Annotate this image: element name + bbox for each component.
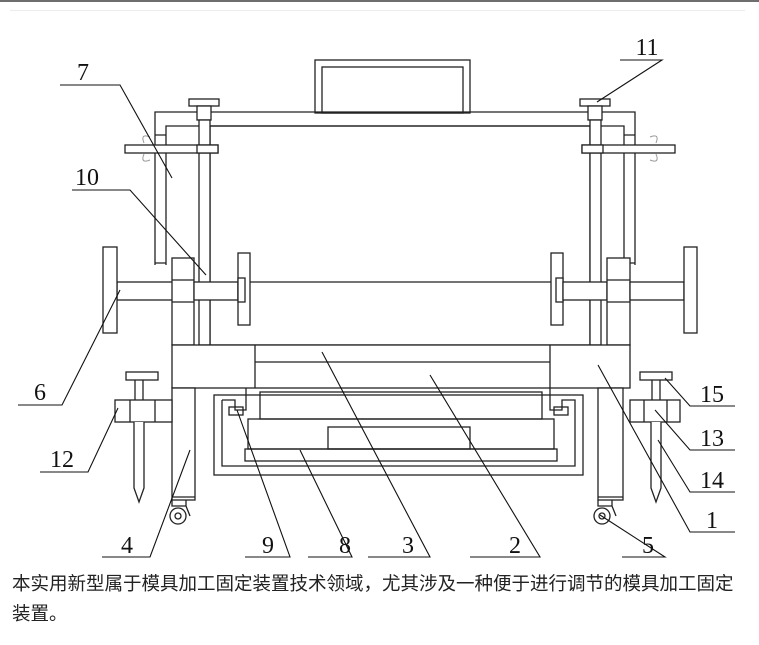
- leader-6: 6: [18, 289, 121, 406]
- leader-14: 14: [657, 439, 735, 494]
- leader-4: 4: [102, 449, 191, 559]
- svg-text:7: 7: [77, 60, 89, 86]
- leader-9: 9: [236, 409, 291, 559]
- leader-12: 12: [40, 407, 119, 473]
- svg-text:14: 14: [700, 468, 724, 494]
- svg-text:8: 8: [339, 533, 351, 559]
- svg-text:3: 3: [402, 533, 414, 559]
- leader-2: 2: [429, 374, 541, 559]
- svg-text:6: 6: [34, 380, 46, 406]
- tray: [213, 388, 584, 476]
- svg-text:4: 4: [121, 533, 133, 559]
- main-body: [209, 125, 591, 346]
- svg-text:15: 15: [700, 382, 724, 408]
- top-frame: [154, 111, 636, 265]
- svg-text:9: 9: [262, 533, 274, 559]
- screw-rod-left: [124, 98, 220, 346]
- divider: [10, 10, 745, 11]
- svg-text:10: 10: [75, 165, 99, 191]
- leader-3: 3: [321, 351, 431, 559]
- base-beam: [171, 344, 631, 389]
- svg-text:11: 11: [635, 35, 658, 61]
- top-border: [0, 0, 759, 2]
- leader-15: 15: [664, 377, 735, 408]
- leader-7: 7: [60, 60, 173, 179]
- screw-rod-right: [579, 98, 676, 346]
- leader-1: 1: [597, 364, 735, 534]
- leader-11: 11: [596, 35, 664, 103]
- shaft: [102, 246, 698, 346]
- patent-drawing: 7 10 11 6 12 4 9 8 3 2 5 1 14 13 15: [18, 35, 735, 559]
- stake-left: [114, 371, 173, 504]
- legs: [169, 387, 624, 525]
- leader-5: 5: [599, 514, 667, 559]
- svg-text:5: 5: [642, 533, 654, 559]
- svg-text:12: 12: [50, 447, 74, 473]
- wheel-icon: [169, 507, 187, 525]
- leader-13: 13: [654, 409, 735, 452]
- svg-text:13: 13: [700, 426, 724, 452]
- figure-caption: 本实用新型属于模具加工固定装置技术领域，尤其涉及一种便于进行调节的模具加工固定装…: [12, 574, 734, 625]
- svg-text:1: 1: [706, 508, 718, 534]
- wheel-icon: [593, 507, 611, 525]
- leader-8: 8: [299, 449, 353, 559]
- svg-text:2: 2: [509, 533, 521, 559]
- leader-10: 10: [72, 165, 207, 276]
- wing-nut-icon: [649, 135, 658, 162]
- stake-right: [629, 371, 681, 504]
- handle: [314, 59, 471, 114]
